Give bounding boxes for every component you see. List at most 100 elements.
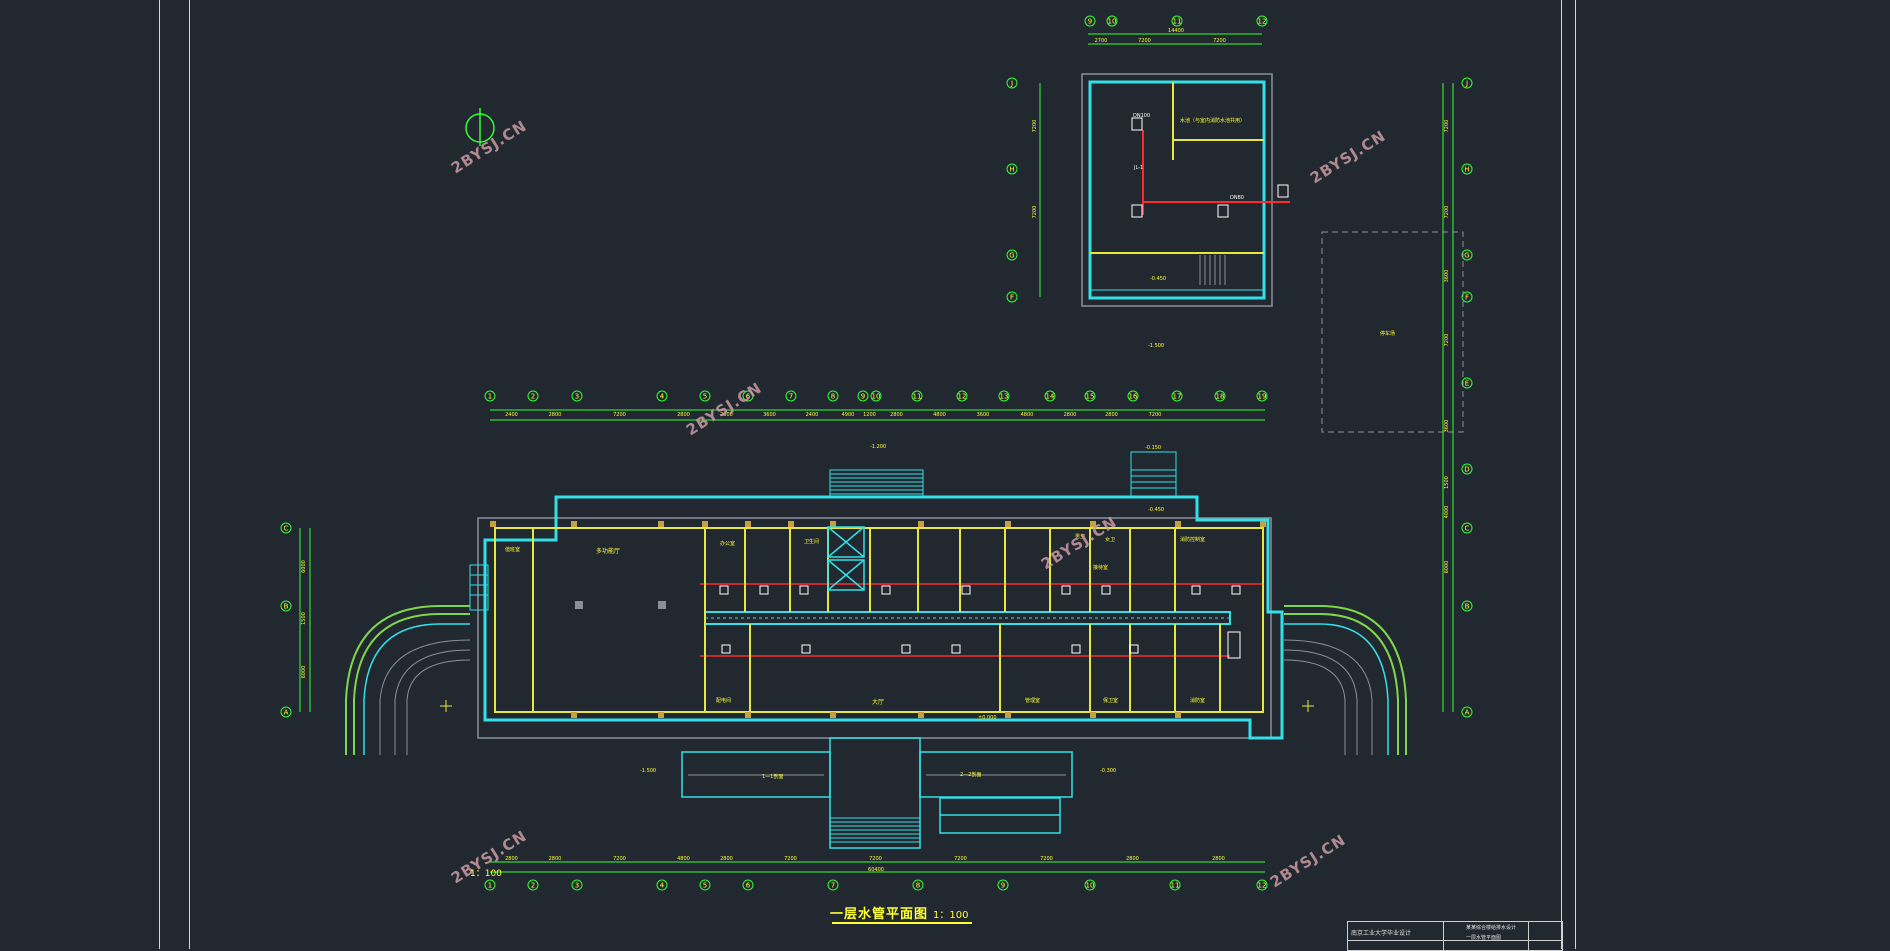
axis-bubble-right: H (1461, 163, 1473, 175)
svg-text:2: 2 (531, 882, 535, 890)
axis-bubble-bottom: 8 (912, 879, 924, 891)
dimension-value: 2800 (720, 856, 733, 862)
svg-text:F: F (1010, 294, 1014, 302)
axis-bubble-left: A (280, 706, 292, 718)
axis-bubble-right: E (1461, 377, 1473, 389)
svg-text:F: F (1465, 294, 1469, 302)
room-label-management: 管理室 (1025, 698, 1041, 704)
room-label-fire: 消防室 (1190, 698, 1206, 704)
dimension-value: 2800 (549, 412, 562, 418)
dimension-value: 1500 (1444, 476, 1450, 489)
dimension-value: 2800 (1126, 856, 1139, 862)
drawing-frame-inner-left (189, 0, 190, 949)
svg-text:G: G (1464, 252, 1469, 260)
dimension-value: 4000 (1444, 506, 1450, 519)
axis-bubble-inset-left: H (1006, 163, 1018, 175)
dimension-value: 7200 (1444, 120, 1450, 133)
svg-text:5: 5 (703, 393, 707, 401)
axis-bubble-right: C (1461, 522, 1473, 534)
elevation-label: -1.500 (640, 768, 657, 774)
axis-bubble-inset-left: G (1006, 249, 1018, 261)
svg-text:7: 7 (789, 393, 793, 401)
title-block-drawing-name: 一层水管平面图 (1466, 935, 1502, 941)
axis-bubble-bottom: 10 (1084, 879, 1096, 891)
dimension-value: 3600 (763, 412, 776, 418)
axis-bubble-bottom: 2 (527, 879, 539, 891)
dimension-value: 4800 (1021, 412, 1034, 418)
svg-text:18: 18 (1216, 393, 1225, 401)
svg-text:8: 8 (916, 882, 920, 890)
main-plan (345, 451, 1407, 849)
svg-text:E: E (1465, 380, 1469, 388)
dimension-value: 7200 (1040, 856, 1053, 862)
axis-bubble-top: 6 (742, 390, 754, 402)
axis-bubble-left: C (280, 522, 292, 534)
svg-text:3: 3 (575, 882, 579, 890)
axis-bubble-top: 18 (1214, 390, 1226, 402)
svg-text:J: J (1465, 80, 1468, 88)
dimension-value: 4900 (842, 412, 855, 418)
dimension-value: 7200 (1032, 120, 1038, 133)
dimension-value: 2800 (890, 412, 903, 418)
axis-bubble-top: 14 (1044, 390, 1056, 402)
axis-bubble-top: 15 (1084, 390, 1096, 402)
axis-bubble-right: A (1461, 706, 1473, 718)
svg-text:10: 10 (1086, 882, 1095, 890)
svg-text:3: 3 (575, 393, 579, 401)
axis-bubble-top: 7 (785, 390, 797, 402)
svg-text:B: B (284, 603, 289, 611)
room-label-reception: 接待室 (1093, 565, 1109, 571)
axis-bubble-top: 19 (1256, 390, 1268, 402)
dimension-value: 2800 (549, 856, 562, 862)
room-label-office: 办公室 (720, 541, 736, 547)
room-label-female-toilet: 女卫 (1105, 537, 1116, 543)
svg-text:12: 12 (1258, 18, 1267, 26)
svg-text:17: 17 (1173, 393, 1182, 401)
axis-bubble-bottom: 6 (742, 879, 754, 891)
axis-bubble-top: 2 (527, 390, 539, 402)
dimension-value: 2800 (1064, 412, 1077, 418)
room-label-washroom: 卫生间 (804, 539, 820, 545)
dimension-value: 7200 (1149, 412, 1162, 418)
svg-text:9: 9 (1088, 18, 1092, 26)
svg-text:A: A (1465, 709, 1470, 717)
axis-bubble-inset-left: J (1006, 77, 1018, 89)
svg-text:6: 6 (746, 393, 751, 401)
axis-bubble-top: 17 (1171, 390, 1183, 402)
svg-text:2: 2 (531, 393, 535, 401)
svg-text:H: H (1009, 166, 1014, 174)
dimension-value: 2800 (1212, 856, 1225, 862)
drawing-scale: 1：100 (933, 910, 969, 921)
dimension-value: 6000 (301, 560, 307, 573)
svg-text:7: 7 (831, 882, 835, 890)
dimension-value: 7200 (1213, 38, 1226, 44)
room-label-distribution: 配电间 (716, 698, 732, 704)
small-scale-label: 1：100 (470, 869, 502, 879)
axis-bubble-right: G (1461, 249, 1473, 261)
section-label: 2—2剖面 (960, 772, 982, 778)
north-arrow (465, 108, 495, 146)
axis-bubble-inset-top: 10 (1106, 15, 1118, 27)
title-block: 南京工业大学毕业设计 某某综合楼给排水设计 一层水管平面图 (1347, 921, 1563, 951)
axis-bubble-left: B (280, 600, 292, 612)
dimension-value: 7200 (1138, 38, 1151, 44)
pipe-label: DN100 (1133, 113, 1151, 119)
svg-text:12: 12 (958, 393, 967, 401)
axis-bubble-bottom: 11 (1169, 879, 1181, 891)
axis-bubble-top: 13 (998, 390, 1010, 402)
axis-bubble-top: 16 (1127, 390, 1139, 402)
axis-bubble-top: 5 (699, 390, 711, 402)
room-label-security: 保卫室 (1103, 698, 1119, 704)
svg-text:14: 14 (1046, 393, 1055, 401)
svg-text:9: 9 (861, 393, 865, 401)
axis-bubble-bottom: 12 (1256, 879, 1268, 891)
dimension-value: 1200 (863, 412, 876, 418)
axis-bubble-top: 8 (827, 390, 839, 402)
svg-text:C: C (1465, 525, 1470, 533)
axis-bubble-right: D (1461, 463, 1473, 475)
svg-text:15: 15 (1086, 393, 1095, 401)
axis-bubble-top: 11 (911, 390, 923, 402)
dimension-value: 6000 (301, 666, 307, 679)
axis-bubble-inset-top: 9 (1084, 15, 1096, 27)
